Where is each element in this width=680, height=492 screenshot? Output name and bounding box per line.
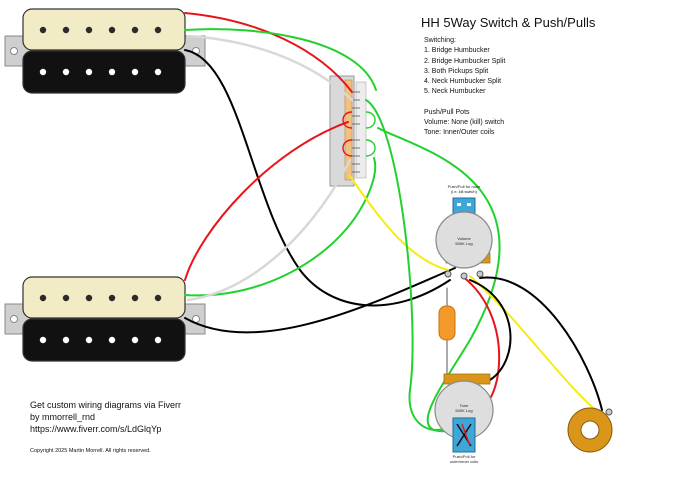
neck-pole-pieces-bottom [39,336,162,344]
tone-pot-label-line1: Tone [459,403,469,408]
switching-item: 2. Bridge Humbucker Split [424,57,506,65]
promo-url[interactable]: https://www.fiverr.com/s/LdGlqYp [30,424,162,434]
volume-pot-label-line2: 500K Log [455,241,473,246]
promo-line1: Get custom wiring diagrams via Fiverr [30,400,182,410]
pots-heading: Push/Pull Pots [424,108,470,116]
output-jack [567,407,613,453]
volume-pot-label-line1: Volume [457,236,471,241]
switch-lug-strip [344,79,353,181]
switching-item: 4. Neck Humbucker Split [424,78,502,86]
wires [184,12,603,433]
volume-note: Volume: None (kill) switch [424,119,505,127]
page-title: HH 5Way Switch & Push/Pulls [421,15,596,30]
tone-push-label-line2: outer/inner coils [449,459,479,464]
neck-humbucker [4,276,206,362]
bridge-humbucker [4,8,206,94]
wire-neck-black [184,267,456,334]
copyright-text: Copyright 2025 Martin Morrell. All right… [30,448,151,454]
switching-item: 3. Both Pickups Split [424,67,489,75]
tone-pot [434,373,494,453]
tone-pot-label-line2: 500K Log [455,408,473,413]
volume-pot-label: Volume 500K Log [444,236,484,246]
promo-line2: by mmorrell_rnd [30,412,96,422]
tone-capacitor [438,305,456,341]
tone-push-label: Push/Pull for outer/inner coils [424,454,504,464]
promo-text: Get custom wiring diagrams via Fiverr by… [30,399,181,435]
switch-jumpers-red [342,111,353,157]
wire-ground-loop [469,279,512,381]
tone-note: Tone: Inner/Outer coils [424,129,495,137]
wire-bridge-white [186,34,354,102]
bridge-pole-pieces-bottom [39,68,162,76]
volume-push-label-line1: Push/Pull for none [447,184,481,189]
switching-heading: Switching: [424,37,456,44]
volume-push-label: Push/Pull for none (i.e. kill switch) [424,184,504,194]
neck-cream-coil [22,276,186,319]
switching-notes: Switching: 1. Bridge Humbucker 2. Bridge… [424,36,505,139]
volume-pot [435,197,493,280]
wire-neck-red [184,121,349,281]
jack-hole [580,420,600,440]
tone-pot-label: Tone 500K Log [444,403,484,413]
neck-pole-pieces-top [39,294,162,302]
switch-lug-row [355,81,367,179]
wire-bridge-green [184,28,377,91]
tone-switch-red-wire [461,423,471,447]
switching-item: 5. Neck Humbucker [424,88,486,96]
screw-hole-icon [10,47,18,55]
volume-lug-3 [476,270,484,278]
switch-jumpers-green [365,111,376,157]
volume-pot-body [435,211,493,269]
screw-hole-icon [10,315,18,323]
wire-switch-yellow [349,175,449,271]
wire-bridge-red [184,12,353,93]
bridge-black-coil [22,50,186,94]
wire-jack-ground [479,276,603,411]
volume-push-label-line2: (i.e. kill switch) [450,189,477,194]
bridge-pole-pieces-top [39,26,162,34]
wire-bridge-black [184,49,451,307]
volume-lug-2 [460,272,468,280]
switching-item: 1. Bridge Humbucker [424,47,490,55]
wire-neck-green [184,157,377,297]
jack-lug [605,408,613,416]
wire-green-loop [365,99,459,431]
tone-push-label-line1: Push/Pull for [452,454,476,459]
five-way-switch [329,75,376,187]
wire-jack-yellow [469,275,599,413]
wire-neck-white [186,158,352,302]
switch-lugs [352,91,360,173]
neck-black-coil [22,318,186,362]
volume-lug-1 [444,270,452,278]
